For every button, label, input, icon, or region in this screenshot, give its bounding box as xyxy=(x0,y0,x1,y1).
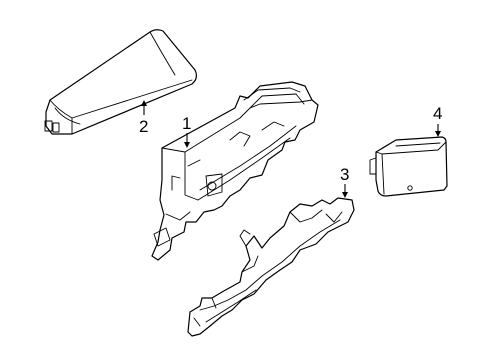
callout-4: 4 xyxy=(433,104,442,137)
callout-3: 3 xyxy=(340,165,349,198)
svg-text:1: 1 xyxy=(182,114,191,133)
bracket-drawing[interactable] xyxy=(187,197,355,337)
relay-module-drawing[interactable] xyxy=(369,136,448,197)
svg-text:3: 3 xyxy=(340,165,349,184)
callout-1: 1 xyxy=(182,114,191,148)
svg-text:2: 2 xyxy=(139,117,148,136)
callout-2: 2 xyxy=(139,100,148,136)
fuse-box-drawing[interactable] xyxy=(151,81,319,261)
svg-text:4: 4 xyxy=(433,104,442,123)
fuse-box-cover-drawing[interactable] xyxy=(44,29,198,135)
